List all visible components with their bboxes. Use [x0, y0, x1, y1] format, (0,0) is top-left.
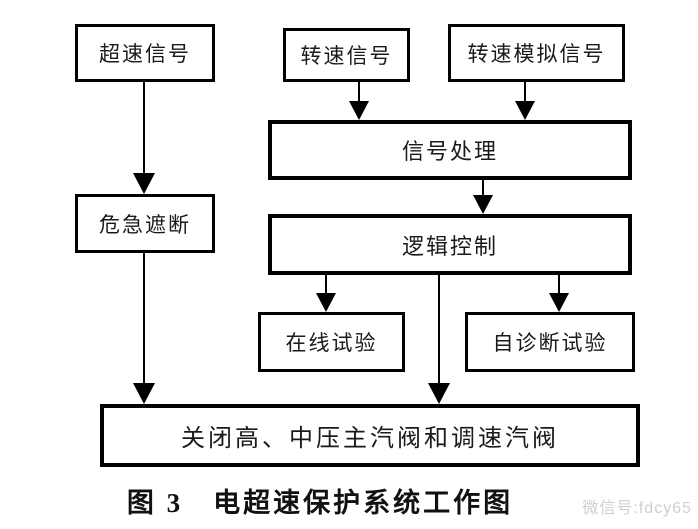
arrow-head-icon	[316, 293, 336, 312]
arrow-head-icon	[133, 383, 155, 404]
node-logic-control: 逻辑控制	[268, 214, 632, 275]
node-emergency-trip-label: 危急遮断	[99, 213, 191, 237]
arrow-trip-to-close-valves-icon	[132, 253, 156, 404]
node-close-valves-label: 关闭高、中压主汽阀和调速汽阀	[181, 425, 559, 452]
arrow-shaft	[438, 275, 440, 388]
arrow-shaft	[482, 180, 484, 198]
node-online-test-label: 在线试验	[285, 332, 378, 355]
node-overspeed-signal: 超速信号	[75, 24, 215, 82]
watermark-text: 微信号:fdcy65	[582, 500, 692, 517]
arrow-shaft	[143, 253, 145, 388]
arrow-shaft	[358, 82, 360, 104]
node-emergency-trip: 危急遮断	[75, 194, 215, 253]
node-speed-signal: 转速信号	[283, 28, 410, 82]
node-speed-analog-signal-label: 转速模拟信号	[467, 43, 606, 66]
arrow-speed-to-processing-icon	[347, 82, 371, 120]
arrow-shaft	[325, 275, 327, 296]
arrow-head-icon	[549, 293, 569, 312]
arrow-logic-to-close-valves-icon	[427, 275, 451, 404]
arrow-head-icon	[428, 383, 450, 404]
arrow-logic-to-online-test-icon	[314, 275, 338, 312]
arrow-head-icon	[515, 101, 535, 120]
arrow-head-icon	[473, 195, 493, 214]
node-online-test: 在线试验	[258, 312, 405, 372]
arrow-shaft	[143, 82, 145, 178]
arrow-head-icon	[133, 173, 155, 194]
node-signal-processing: 信号处理	[268, 120, 632, 180]
arrow-overspeed-to-trip-icon	[132, 82, 156, 194]
arrow-shaft	[558, 275, 560, 296]
arrow-analog-to-processing-icon	[513, 82, 537, 120]
node-logic-control-label: 逻辑控制	[401, 233, 498, 259]
figure-caption: 图 3 电超速保护系统工作图	[126, 488, 514, 518]
node-self-diagnosis-test: 自诊断试验	[465, 312, 635, 372]
node-self-diagnosis-test-label: 自诊断试验	[492, 332, 608, 355]
arrow-shaft	[524, 82, 526, 104]
arrow-logic-to-self-diagnosis-icon	[547, 275, 571, 312]
node-close-valves: 关闭高、中压主汽阀和调速汽阀	[100, 404, 640, 467]
node-overspeed-signal-label: 超速信号	[99, 43, 191, 66]
node-speed-signal-label: 转速信号	[300, 45, 393, 68]
arrow-head-icon	[349, 101, 369, 120]
arrow-processing-to-logic-icon	[471, 180, 495, 214]
node-signal-processing-label: 信号处理	[401, 139, 498, 164]
node-speed-analog-signal: 转速模拟信号	[448, 24, 625, 82]
